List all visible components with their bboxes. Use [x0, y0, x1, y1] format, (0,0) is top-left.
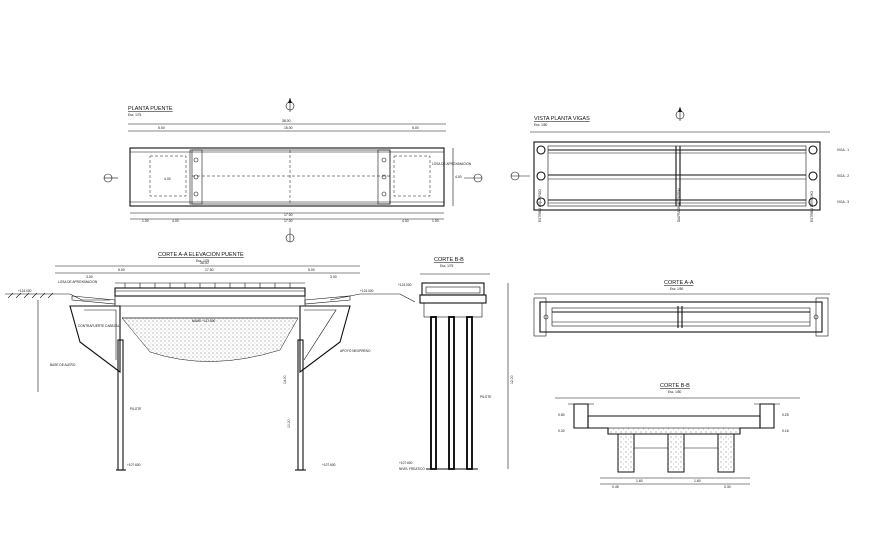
- bb-left-scale: Esc. 1/75: [440, 264, 454, 268]
- planta-note: LOSA DE APROXIMACION: [432, 162, 472, 166]
- bb-right-dim-1: 1.60: [636, 479, 643, 483]
- bb-left-top-level: +124.000: [398, 283, 412, 287]
- planta-dim-b3: 17.00: [284, 213, 293, 217]
- vigas-bottom-label-mid: DIAFRAGMA CENTRAL: [677, 187, 681, 222]
- elev-dim-r: 5.00: [308, 268, 315, 272]
- bb-right-dim-8: 0.16: [782, 429, 789, 433]
- elev-note-pilote: PILOTE: [130, 407, 141, 411]
- corte-bb-right-drawing: CORTE B-B Esc. 1/50 1.60 1.60 0.45 0.30 …: [555, 383, 800, 489]
- corte-bb-left-drawing: CORTE B-B Esc. 1/75 +124.000 +107.600 NI…: [398, 257, 514, 471]
- viga-2-label: VIGA - 2: [837, 174, 849, 178]
- north-arrow-icon: [675, 107, 685, 121]
- elev-dim-ll: 3.00: [86, 275, 93, 279]
- bb-right-dim-2: 1.60: [694, 479, 701, 483]
- elev-name-level: NAME +117.800: [192, 319, 215, 323]
- planta-dim-b6: 1.00: [432, 219, 439, 223]
- elev-note-losa: LOSA DE APROXIMACION: [58, 280, 98, 284]
- section-marker-icon: [510, 171, 530, 181]
- viga-1-label: VIGA - 1: [837, 148, 849, 152]
- elev-note-apoyo: APOYO NEOPRENO: [340, 349, 371, 353]
- bb-left-freatico: NIVEL FREATICO: [399, 467, 425, 471]
- bb-left-bot-level: +107.600: [399, 461, 413, 465]
- elev-note-base: BASE DE ALERO: [50, 363, 76, 367]
- planta-dim-mid: 15.00: [284, 126, 293, 130]
- corte-aa-elevacion-drawing: CORTE A-A ELEVACION PUENTE Esc. 1/75 38.…: [5, 252, 416, 471]
- elev-dim-rr: 3.00: [330, 275, 337, 279]
- bb-right-dim-7: 0.30: [558, 429, 565, 433]
- elev-dim-total: 38.00: [200, 261, 209, 265]
- bb-left-len: 12.00: [510, 375, 514, 384]
- bb-right-scale: Esc. 1/50: [668, 390, 682, 394]
- elev-pile-len-r: 10.00: [287, 419, 291, 428]
- planta-puente-drawing: PLANTA PUENTE Esc. 1/75 38.00 5.00 15.00…: [103, 98, 483, 243]
- viga-3-label: VIGA - 3: [837, 200, 849, 204]
- bb-right-dim-3: 0.45: [612, 485, 619, 489]
- vigas-title: VISTA PLANTA VIGAS: [534, 116, 590, 122]
- elev-pile-len-l: 14.00: [283, 375, 287, 384]
- north-arrow-icon: [285, 98, 295, 112]
- elev-level-bot-l: +107.600: [127, 463, 141, 467]
- planta-title: PLANTA PUENTE: [128, 106, 173, 112]
- elev-title: CORTE A-A ELEVACION PUENTE: [158, 252, 244, 258]
- bb-right-title: CORTE B-B: [660, 383, 690, 389]
- corte-aa-right-drawing: CORTE A-A Esc. 1/50: [533, 280, 830, 337]
- elev-scale: Esc. 1/75: [196, 259, 210, 263]
- elev-dim-l: 5.00: [118, 268, 125, 272]
- bb-right-dim-4: 0.30: [724, 485, 731, 489]
- planta-dim-left: 5.00: [158, 126, 165, 130]
- planta-dim-total: 38.00: [282, 119, 291, 123]
- bb-left-pile: PILOTE: [480, 395, 491, 399]
- vigas-bottom-label-left: ESTRIBO IZQUIERDO: [538, 189, 542, 222]
- planta-dim-side-1: 4.00: [455, 175, 462, 179]
- vigas-bottom-label-right: ESTRIBO DERECHO: [810, 191, 814, 222]
- elev-level-top: +124.000: [18, 289, 32, 293]
- planta-dim-b5: 4.00: [402, 219, 409, 223]
- aa-right-scale: Esc. 1/50: [670, 287, 684, 291]
- bb-right-dim-5: 0.80: [558, 413, 565, 417]
- elev-level-top-r: +124.000: [360, 289, 374, 293]
- elev-note-contrafuerte: CONTRAFUERTE CABEZAL: [78, 324, 120, 328]
- elev-level-bot-r: +107.600: [322, 463, 336, 467]
- bb-left-title: CORTE B-B: [434, 257, 464, 263]
- vigas-scale: Esc. 1/50: [534, 123, 548, 127]
- elev-dim-span: 17.50: [205, 268, 214, 272]
- aa-right-title: CORTE A-A: [664, 280, 694, 286]
- planta-dim-right: 5.00: [412, 126, 419, 130]
- bb-right-dim-6: 0.25: [782, 413, 789, 417]
- section-marker-icon: [103, 173, 483, 243]
- planta-dim-b2: 4.00: [172, 219, 179, 223]
- planta-dim-b1: 1.00: [142, 219, 149, 223]
- planta-dim-side-2: 4.00: [164, 177, 171, 181]
- planta-dim-b4: 17.00: [284, 219, 293, 223]
- vista-planta-vigas-drawing: VISTA PLANTA VIGAS Esc. 1/50 VIGA - 1 VI…: [510, 107, 849, 222]
- planta-scale: Esc. 1/75: [128, 113, 142, 117]
